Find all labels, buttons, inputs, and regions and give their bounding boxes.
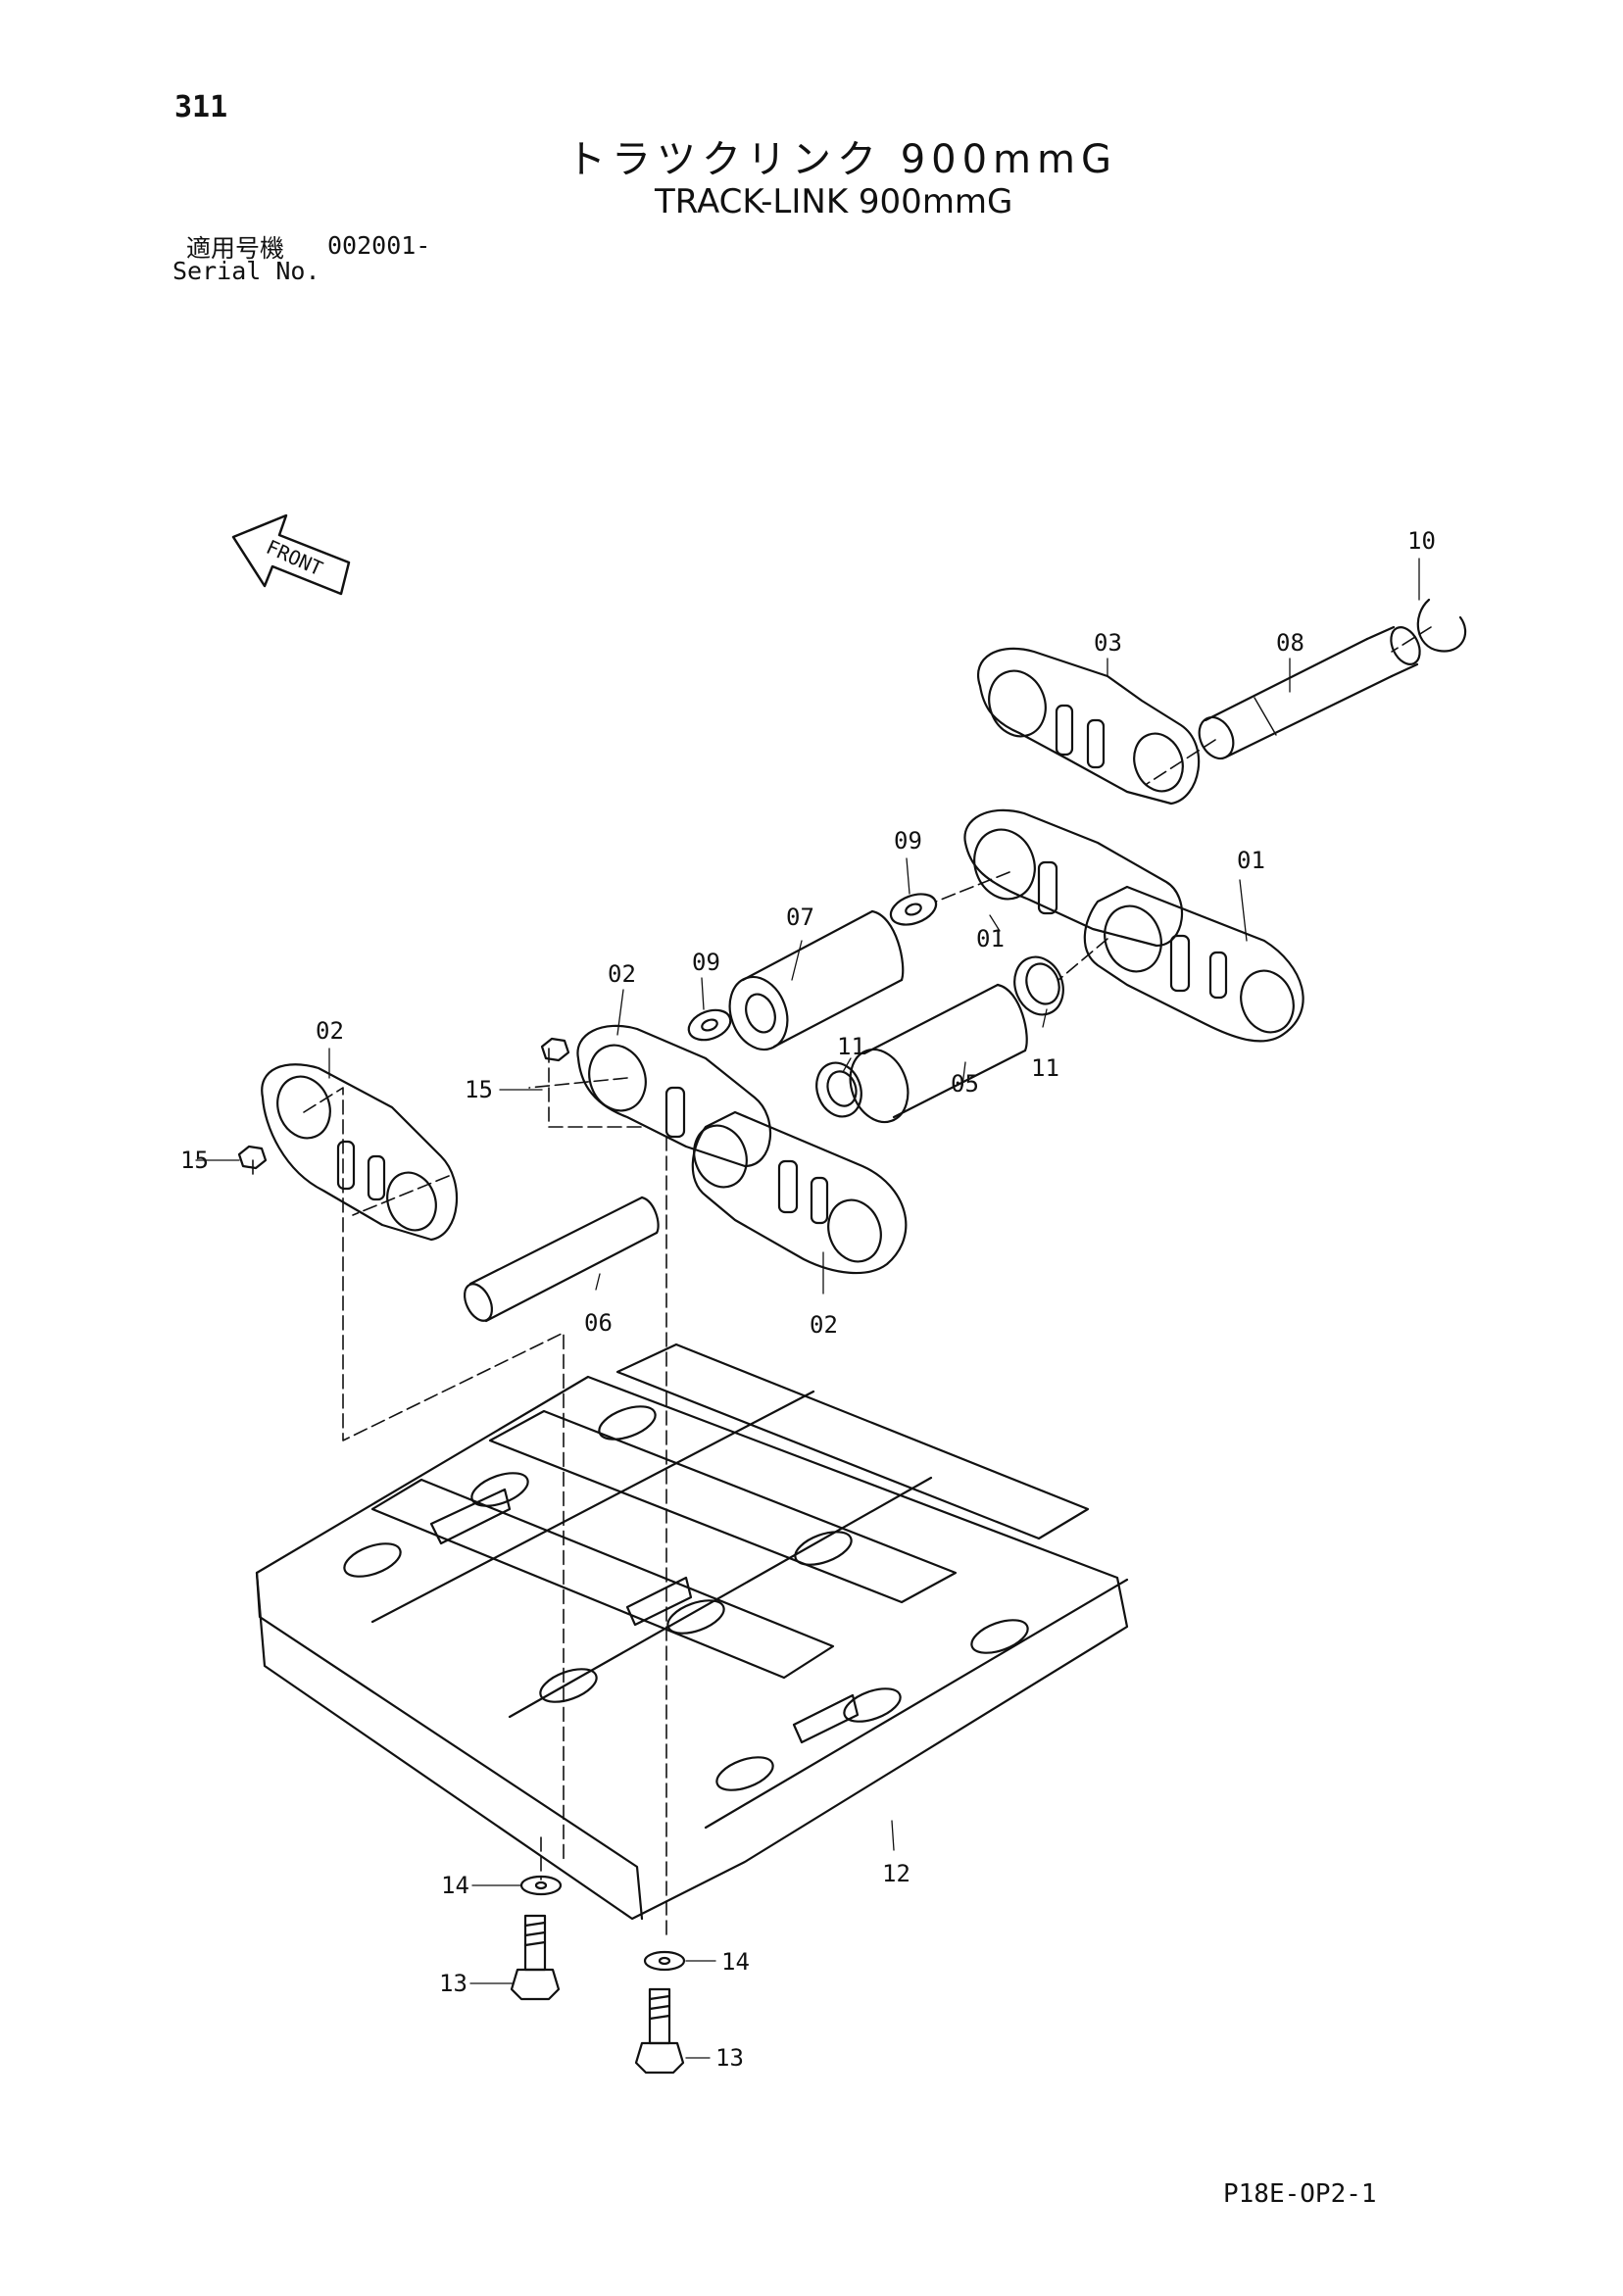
callout-07: 07 bbox=[786, 904, 814, 931]
callout-labels: 10 08 03 09 01 01 07 09 02 11 11 02 15 1… bbox=[180, 527, 1436, 2072]
callout-02-left: 02 bbox=[316, 1017, 344, 1045]
part-11-seal bbox=[1013, 955, 1064, 1016]
part-03-master-link bbox=[977, 647, 1201, 806]
callout-11-right: 11 bbox=[1031, 1054, 1059, 1082]
assembly-lines bbox=[252, 626, 1432, 1941]
callout-09-lower: 09 bbox=[692, 949, 720, 976]
part-02-track-links bbox=[576, 1024, 908, 1275]
callout-14-right: 14 bbox=[721, 1948, 750, 1976]
part-02-track-link-left bbox=[261, 1063, 459, 1242]
serial-label-english: Serial No. bbox=[172, 257, 320, 285]
page-number: 311 bbox=[174, 90, 228, 124]
callout-09-upper: 09 bbox=[894, 827, 922, 855]
callout-08: 08 bbox=[1276, 629, 1304, 657]
callout-15-upper: 15 bbox=[465, 1076, 493, 1103]
callout-14-left: 14 bbox=[441, 1872, 469, 1899]
part-12-track-shoes bbox=[255, 1343, 1129, 1921]
callout-13-left: 13 bbox=[439, 1970, 467, 1997]
title-japanese: トラツクリンク 900mmG bbox=[566, 137, 1117, 182]
part-06-pin bbox=[464, 1196, 660, 1323]
front-direction-arrow: FRONT bbox=[231, 513, 351, 596]
callout-13-right: 13 bbox=[715, 2044, 744, 2072]
callout-15-lower: 15 bbox=[180, 1147, 209, 1174]
part-07-bushing bbox=[728, 909, 905, 1051]
callout-05: 05 bbox=[951, 1070, 979, 1098]
serial-label-japanese: 適用号機 bbox=[186, 234, 285, 263]
part-09-thrust-washer bbox=[889, 893, 938, 926]
title-english: TRACK-LINK 900mmG bbox=[655, 182, 1013, 221]
callout-06: 06 bbox=[584, 1309, 613, 1337]
serial-number-value: 002001- bbox=[327, 231, 431, 260]
part-15-nut bbox=[237, 1037, 570, 1170]
leader-lines bbox=[195, 558, 1420, 2059]
part-01-track-links bbox=[963, 808, 1304, 1043]
callout-12: 12 bbox=[882, 1860, 910, 1887]
part-05-bushing bbox=[849, 983, 1028, 1124]
callout-03: 03 bbox=[1094, 629, 1122, 657]
callout-01-right: 01 bbox=[1237, 847, 1265, 874]
callout-11-left: 11 bbox=[837, 1033, 865, 1060]
callout-10: 10 bbox=[1407, 527, 1436, 555]
part-13-bolt bbox=[510, 1914, 685, 2075]
callout-01-left: 01 bbox=[976, 925, 1005, 953]
part-08-master-pin bbox=[1198, 625, 1421, 760]
callout-02-middle: 02 bbox=[608, 960, 636, 988]
callout-02-bottom: 02 bbox=[810, 1311, 838, 1339]
drawing-code: P18E-OP2-1 bbox=[1223, 2179, 1377, 2209]
part-10-snap-ring bbox=[1416, 598, 1467, 653]
